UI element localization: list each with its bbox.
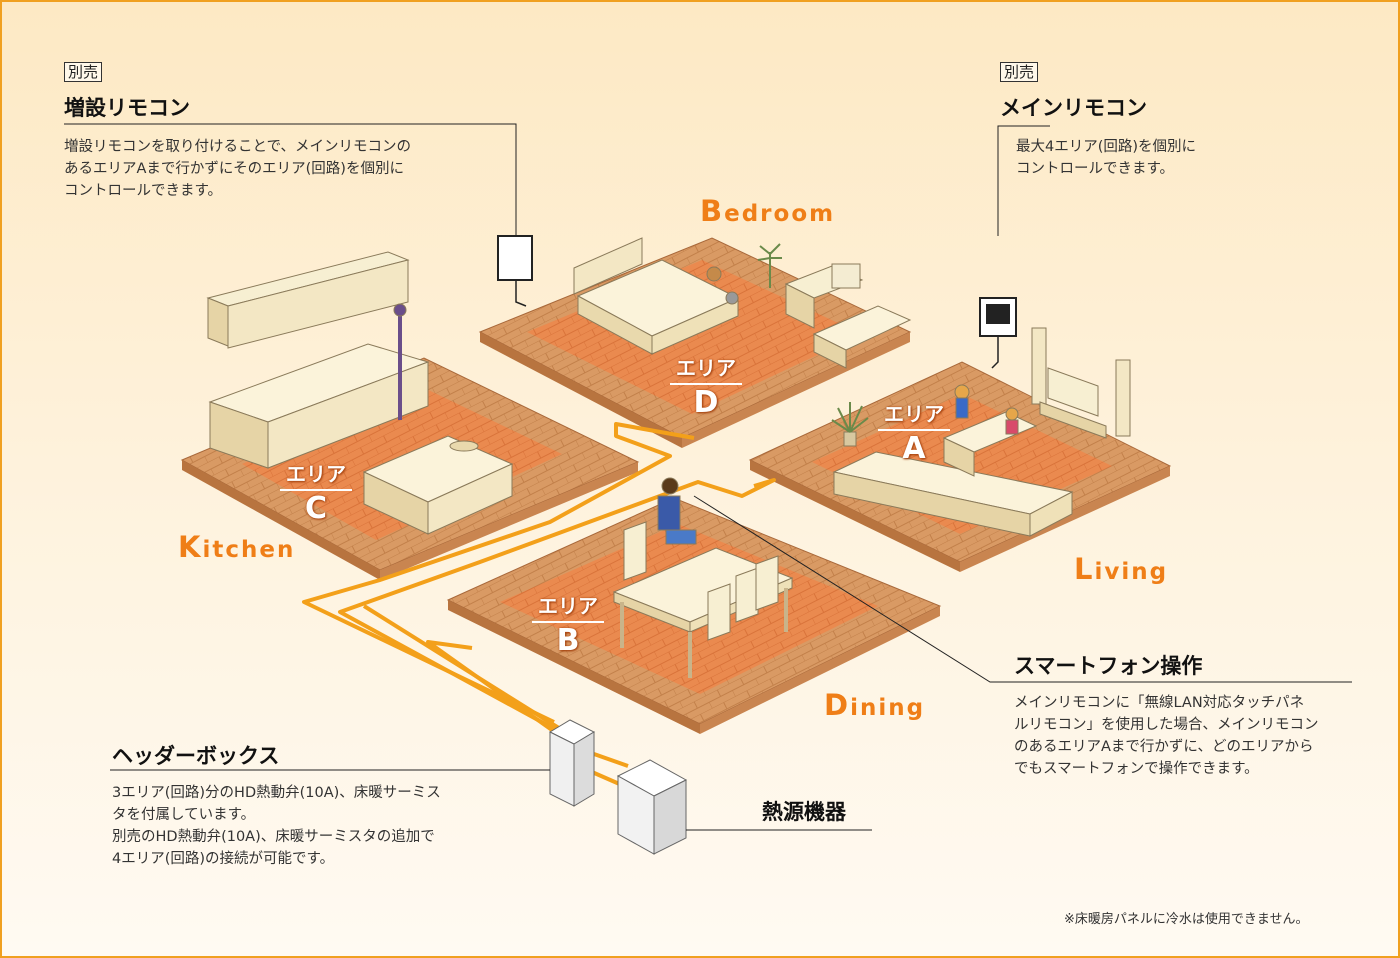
area-label-text: エリア — [532, 590, 604, 623]
pipes — [302, 422, 776, 788]
header-box-line: タを付属しています。 — [112, 807, 256, 823]
sub-remote-device — [497, 235, 533, 307]
room-label-living: Living — [1074, 552, 1168, 586]
smartphone-description: メインリモコンに「無線LAN対応タッチパネ ルリモコン」を使用した場合、メインリ… — [1014, 692, 1319, 780]
heat-source-device — [616, 759, 688, 855]
header-box-device — [548, 719, 596, 807]
room-label-cap: D — [824, 688, 851, 722]
header-box-title: ヘッダーボックス — [112, 744, 280, 768]
main-remote-title: メインリモコン — [1000, 96, 1147, 120]
sub-remote-title: 増設リモコン — [64, 96, 190, 120]
kitchen-furniture — [206, 251, 514, 535]
area-letter: A — [902, 431, 926, 466]
area-letter: D — [693, 385, 719, 420]
header-box-line: 4エリア(回路)の接続が可能です。 — [112, 851, 335, 867]
header-box-line: 3エリア(回路)分のHD熱動弁(10A)、床暖サーミス — [112, 785, 441, 801]
area-label-text: エリア — [280, 458, 352, 491]
room-label-rest: itchen — [202, 537, 296, 563]
room-label-kitchen: Kitchen — [178, 530, 295, 564]
leader-lines — [64, 123, 1352, 831]
dining-furniture — [612, 477, 794, 678]
room-label-rest: edroom — [724, 201, 836, 227]
area-letter: B — [556, 623, 580, 658]
room-label-bedroom: Bedroom — [700, 194, 835, 228]
heat-source-title: 熱源機器 — [762, 800, 846, 824]
main-remote-line: 最大4エリア(回路)を個別に — [1016, 139, 1197, 155]
sub-remote-line: コントロールできます。 — [64, 183, 223, 199]
bedroom-furniture — [573, 237, 912, 369]
main-remote-line: コントロールできます。 — [1016, 161, 1175, 177]
footnote: ※床暖房パネルに冷水は使用できません。 — [1064, 912, 1309, 927]
header-box-description: 3エリア(回路)分のHD熱動弁(10A)、床暖サーミス タを付属しています。 別… — [112, 782, 441, 870]
room-label-cap: L — [1074, 552, 1095, 586]
room-label-rest: ining — [850, 695, 926, 721]
main-remote-device — [979, 297, 1017, 369]
main-remote-description: 最大4エリア(回路)を個別に コントロールできます。 — [1016, 136, 1196, 180]
sub-remote-description: 増設リモコンを取り付けることで、メインリモコンの あるエリアAまで行かずにそのエ… — [64, 136, 411, 202]
room-label-cap: K — [178, 530, 203, 564]
main-remote-tag: 別売 — [1000, 62, 1039, 82]
living-furniture — [831, 327, 1131, 537]
smartphone-line: ルリモコン」を使用した場合、メインリモコン — [1014, 717, 1319, 733]
sub-remote-line: 増設リモコンを取り付けることで、メインリモコンの — [64, 139, 411, 155]
area-label-text: エリア — [670, 352, 742, 385]
room-label-rest: iving — [1094, 559, 1169, 585]
sub-remote-line: あるエリアAまで行かずにそのエリア(回路)を個別に — [64, 161, 404, 177]
smartphone-line: メインリモコンに「無線LAN対応タッチパネ — [1014, 695, 1305, 711]
room-label-dining: Dining — [824, 688, 925, 722]
smartphone-line: のあるエリアAまで行かずに、どのエリアから — [1014, 739, 1314, 755]
area-label-text: エリア — [878, 398, 950, 431]
area-letter: C — [304, 491, 328, 526]
room-label-cap: B — [700, 194, 725, 228]
header-box-line: 別売のHD熱動弁(10A)、床暖サーミスタの追加で — [112, 829, 435, 845]
sub-remote-tag: 別売 — [64, 62, 103, 82]
smartphone-line: でもスマートフォンで操作できます。 — [1014, 761, 1259, 777]
smartphone-title: スマートフォン操作 — [1014, 654, 1203, 678]
